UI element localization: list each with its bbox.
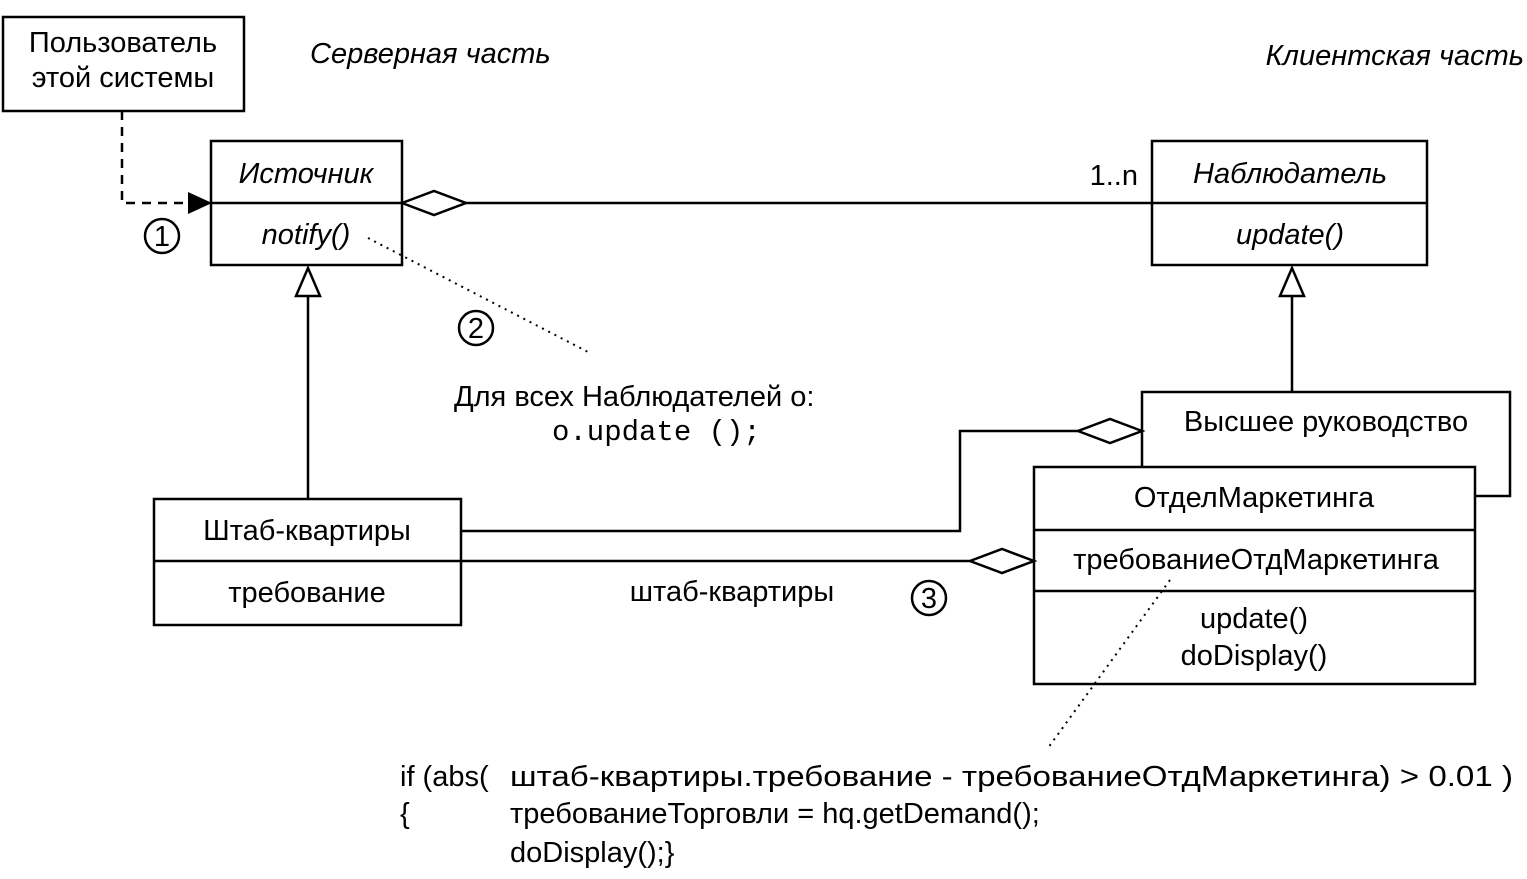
marker-3-label: 3	[921, 583, 937, 615]
marker-1-circle	[143, 217, 181, 255]
marketing-class-method-2: doDisplay()	[1181, 640, 1328, 672]
marker-3-circle	[910, 579, 948, 617]
top-management-name: Высшее руководство	[1184, 406, 1468, 438]
user-box-line2: этой системы	[32, 62, 215, 94]
marker-2-label: 2	[468, 313, 484, 345]
marker-2-circle	[457, 309, 495, 347]
marketing-class-box	[1032, 465, 1477, 686]
marketing-aggregation-diamond	[966, 547, 1038, 575]
code-note-line1-expr: штаб-квартиры.требование - требованиеОтд…	[510, 761, 1513, 793]
notify-note-line1: Для всех Наблюдателей o:	[454, 381, 814, 413]
observer-multiplicity: 1..n	[1090, 160, 1138, 192]
notify-note-line2: o.update ();	[552, 416, 761, 449]
code-note-line2-stmt: требованиеТорговли = hq.getDemand();	[510, 798, 1040, 830]
observer-class-name: Наблюдатель	[1193, 158, 1387, 190]
hq-top-management-association	[461, 429, 1078, 533]
marker-1-label: 1	[154, 221, 170, 253]
code-note-line2-brace: {	[400, 798, 410, 830]
hq-generalization-triangle	[294, 264, 322, 298]
user-to-source-arrowhead	[188, 192, 212, 214]
user-box-line1: Пользователь	[29, 27, 217, 59]
marketing-class-name: ОтделМаркетинга	[1134, 482, 1375, 514]
observer-class-method: update()	[1236, 219, 1344, 251]
code-note-line1-prefix: if (abs(	[400, 761, 489, 793]
server-side-label: Серверная часть	[310, 38, 551, 70]
client-side-label: Клиентская часть	[1266, 40, 1524, 72]
source-aggregation-diamond	[398, 189, 470, 217]
marketing-class-method-1: update()	[1200, 603, 1308, 635]
top-management-aggregation-diamond	[1074, 417, 1146, 445]
code-note-line3: doDisplay();}	[510, 837, 675, 869]
marketing-class-attribute: требованиеОтдМаркетинга	[1073, 544, 1440, 576]
user-to-source-dashed-line	[120, 111, 190, 205]
hq-marketing-association-label: штаб-квартиры	[630, 576, 834, 608]
hq-class-name: Штаб-квартиры	[203, 515, 411, 547]
hq-class-attribute: требование	[228, 577, 386, 609]
source-class-name: Источник	[239, 158, 375, 190]
source-class-method: notify()	[262, 219, 351, 251]
top-management-generalization-triangle	[1278, 264, 1306, 298]
user-box	[1, 15, 246, 113]
